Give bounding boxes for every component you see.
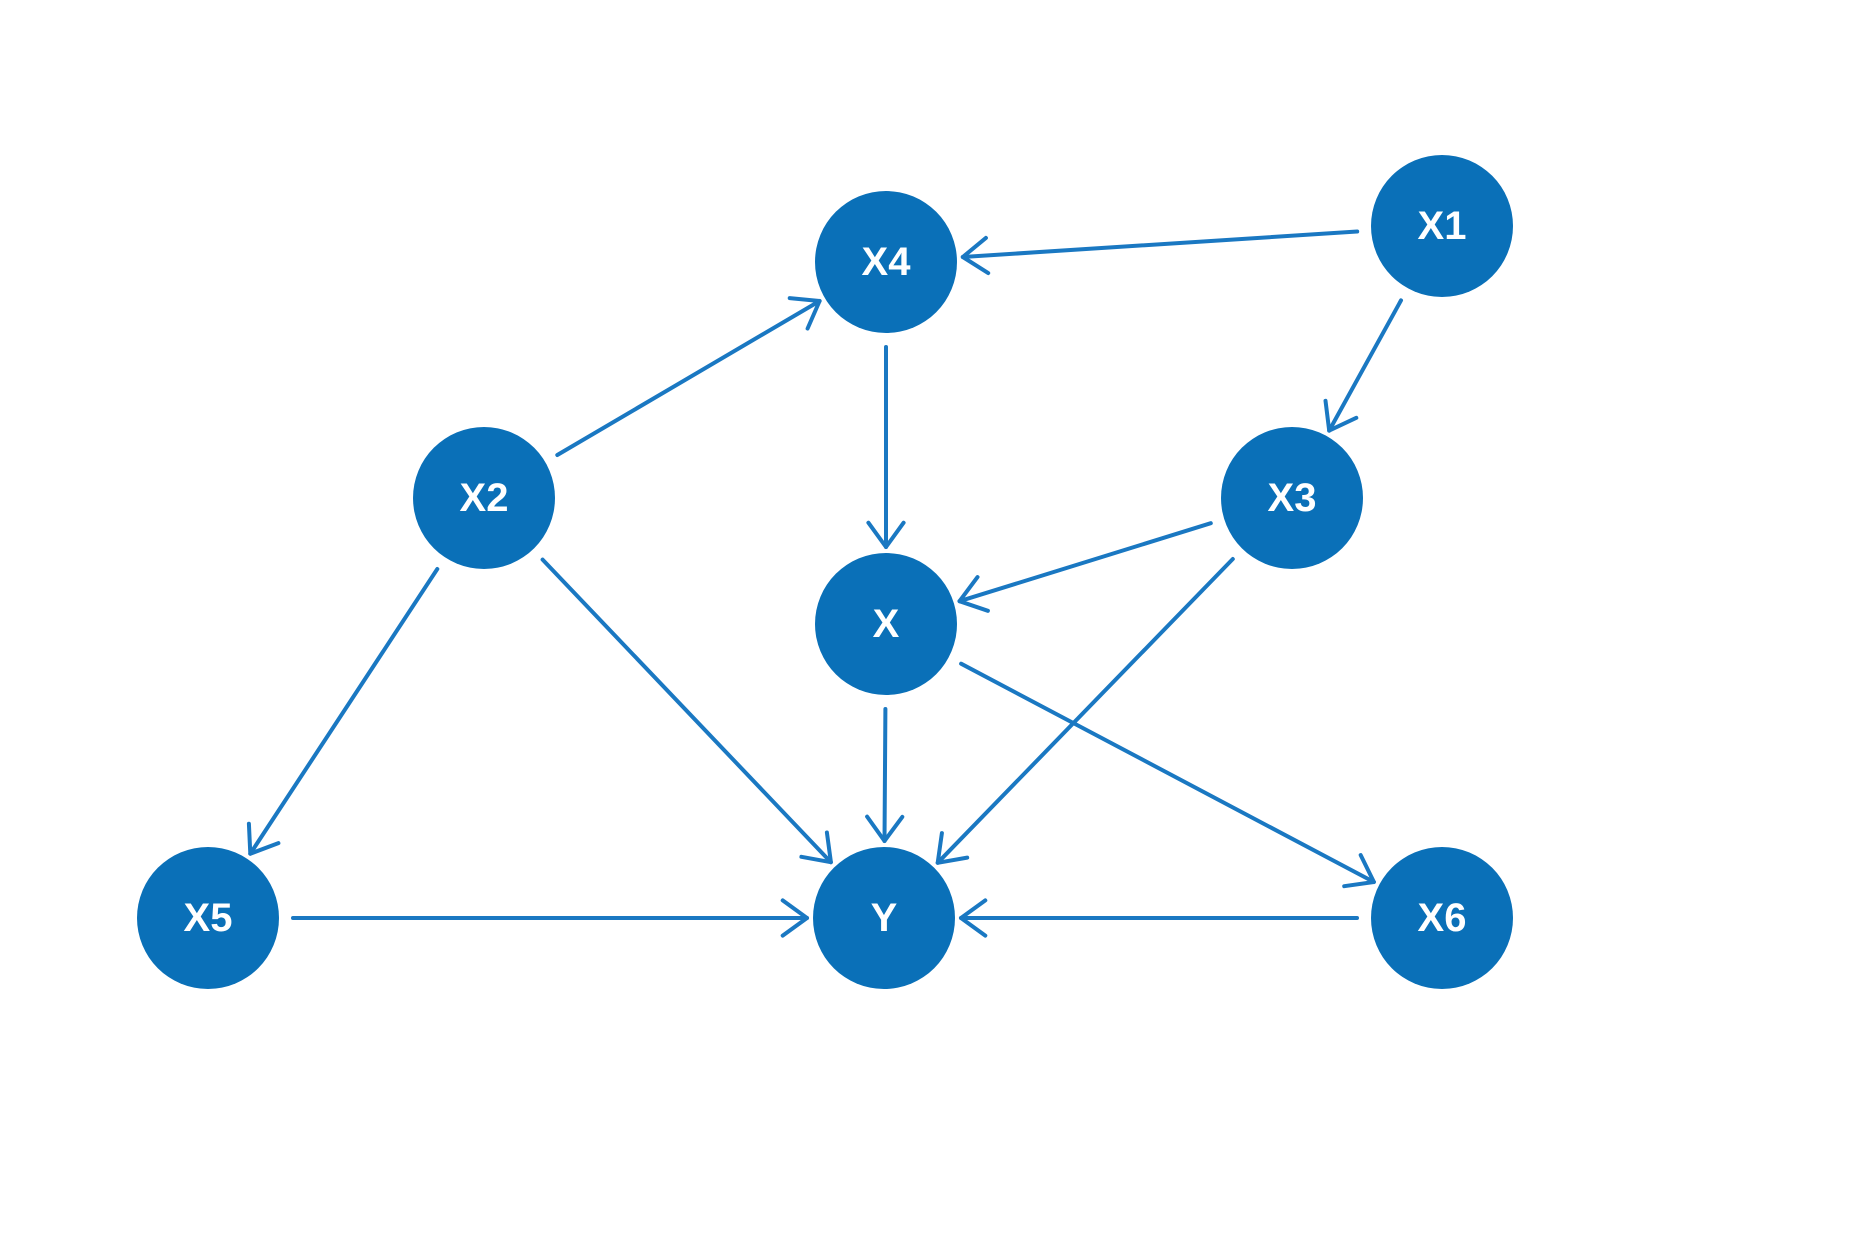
node-y[interactable]: Y	[813, 847, 955, 989]
edge-x2-to-x5-arrowhead	[246, 821, 281, 856]
edge-x2-to-y	[540, 557, 833, 865]
node-x1-circle	[1371, 155, 1513, 297]
edge-x2-to-y-arrowhead	[799, 830, 833, 865]
node-x6[interactable]: X6	[1371, 847, 1513, 989]
edge-x1-to-x4	[960, 229, 1360, 276]
edge-x-to-x6	[959, 661, 1376, 889]
node-x2[interactable]: X2	[413, 427, 555, 569]
edge-x-to-x6-arrowhead	[1342, 853, 1376, 889]
edge-x3-to-y-arrowhead	[935, 831, 970, 865]
node-x2-label: X2	[460, 476, 509, 520]
edge-x6-to-y-arrowhead	[959, 898, 988, 938]
edge-x2-to-y-line	[540, 557, 833, 865]
node-x4[interactable]: X4	[815, 191, 957, 333]
edge-x3-to-x-arrowhead	[957, 575, 990, 613]
edge-x1-to-x4-line	[960, 229, 1360, 259]
edge-x2-to-x4-arrowhead	[787, 296, 822, 331]
edge-x2-to-x5-line	[248, 567, 440, 856]
node-x5[interactable]: X5	[137, 847, 279, 989]
edge-x5-to-y	[291, 898, 809, 938]
node-x1-label: X1	[1418, 204, 1467, 248]
edges-layer	[246, 229, 1403, 938]
edge-x2-to-x4-line	[555, 299, 822, 457]
node-x[interactable]: X	[815, 553, 957, 695]
edge-x4-to-x-arrowhead	[866, 520, 906, 549]
node-x3[interactable]: X3	[1221, 427, 1363, 569]
edge-x-to-y-arrowhead	[865, 814, 905, 843]
node-x5-label: X5	[184, 896, 233, 940]
node-y-circle	[813, 847, 955, 989]
nodes-layer: X1 X2 X3 X4 X5 X6 X Y	[137, 155, 1513, 989]
node-x5-circle	[137, 847, 279, 989]
edge-x2-to-x4	[555, 296, 822, 457]
edge-x6-to-y	[959, 898, 1359, 938]
edge-x-to-y	[865, 707, 905, 843]
edge-x1-to-x3	[1323, 298, 1403, 433]
edge-x-to-x6-line	[959, 661, 1376, 884]
node-y-label: Y	[871, 896, 898, 940]
node-x2-circle	[413, 427, 555, 569]
edge-x3-to-y-line	[935, 557, 1235, 865]
edge-x5-to-y-arrowhead	[780, 898, 809, 938]
node-x-label: X	[873, 602, 900, 646]
edge-x1-to-x3-arrowhead	[1323, 398, 1359, 433]
edge-x3-to-y	[935, 557, 1235, 865]
node-x6-label: X6	[1418, 896, 1467, 940]
node-x1[interactable]: X1	[1371, 155, 1513, 297]
edge-x3-to-x-line	[957, 521, 1213, 604]
edge-x1-to-x4-arrowhead	[960, 235, 991, 276]
edge-x-to-y-line	[882, 707, 888, 843]
node-x-circle	[815, 553, 957, 695]
edge-x3-to-x	[957, 521, 1213, 613]
node-x4-label: X4	[862, 240, 912, 284]
edge-x4-to-x	[866, 345, 906, 549]
node-x6-circle	[1371, 847, 1513, 989]
edge-x1-to-x3-line	[1327, 298, 1403, 433]
edge-x2-to-x5	[246, 567, 440, 856]
node-x4-circle	[815, 191, 957, 333]
node-x3-circle	[1221, 427, 1363, 569]
node-x3-label: X3	[1268, 476, 1317, 520]
